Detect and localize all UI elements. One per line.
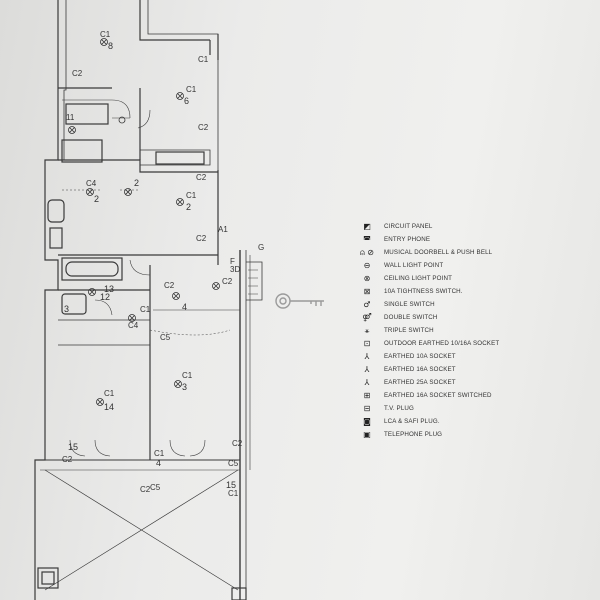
- legend-item: ⅄ EARTHED 25A SOCKET: [358, 376, 558, 389]
- legend-item: ⚤ DOUBLE SWITCH: [358, 311, 558, 324]
- switched-socket-icon: ⊞: [363, 391, 371, 400]
- legend-label: EARTHED 16A SOCKET SWITCHED: [384, 392, 492, 399]
- plan-label: C1: [228, 489, 239, 498]
- legend-label: CEILING LIGHT POINT: [384, 275, 453, 282]
- socket-25a-icon: ⅄: [364, 378, 370, 387]
- plan-label: 14: [104, 402, 114, 412]
- key-icon: [275, 293, 324, 309]
- legend-item: ◙ LCA & SAFI PLUG.: [358, 415, 558, 428]
- socket-10a-icon: ⅄: [364, 352, 370, 361]
- tv-plug-icon: ⊟: [363, 404, 371, 413]
- entry-phone-icon: ◚: [363, 235, 371, 244]
- legend-label: TELEPHONE PLUG: [384, 431, 443, 438]
- legend-label: DOUBLE SWITCH: [384, 314, 438, 321]
- legend-label: WALL LIGHT POINT: [384, 262, 444, 269]
- legend-item: ♂ SINGLE SWITCH: [358, 298, 558, 311]
- legend-item: ⍝ ⊘ MUSICAL DOORBELL & PUSH BELL: [358, 246, 558, 259]
- legend-label: EARTHED 16A SOCKET: [384, 366, 456, 373]
- triple-switch-icon: ⚹: [364, 325, 370, 335]
- double-switch-icon: ⚤: [362, 313, 372, 322]
- telephone-plug-icon: ▣: [363, 430, 371, 439]
- plan-label: 2: [186, 202, 191, 212]
- plan-label: C2: [196, 234, 207, 243]
- plan-label: C2: [62, 455, 73, 464]
- legend-label: MUSICAL DOORBELL & PUSH BELL: [384, 249, 493, 256]
- plan-label: C5: [160, 333, 171, 342]
- legend-label: SINGLE SWITCH: [384, 301, 435, 308]
- plan-label: C1: [104, 389, 115, 398]
- legend-label: EARTHED 25A SOCKET: [384, 379, 456, 386]
- legend-label: LCA & SAFI PLUG.: [384, 418, 440, 425]
- plan-label: C1: [186, 191, 197, 200]
- plan-label: C1: [198, 55, 209, 64]
- plan-label: 15: [68, 442, 78, 452]
- wall-light-icon: ⊖: [363, 261, 371, 270]
- lca-plug-icon: ◙: [363, 417, 371, 426]
- plan-label: C4: [86, 179, 97, 188]
- plan-label: 11: [66, 113, 75, 122]
- plan-label: 6: [184, 96, 189, 106]
- plan-label: 15: [226, 480, 236, 490]
- legend-item: ⊗ CEILING LIGHT POINT: [358, 272, 558, 285]
- outdoor-socket-icon: ⊡: [363, 339, 371, 348]
- tightness-switch-icon: ⊠: [363, 287, 371, 296]
- plan-label: 3D: [230, 265, 240, 274]
- doorbell-icon: ⍝ ⊘: [359, 247, 375, 257]
- plan-label: 4: [182, 302, 187, 312]
- plan-label: C1: [154, 449, 165, 458]
- legend-label: EARTHED 10A SOCKET: [384, 353, 456, 360]
- legend-item: ▣ TELEPHONE PLUG: [358, 428, 558, 441]
- plan-label: C1: [182, 371, 193, 380]
- plan-label: A1: [218, 225, 228, 234]
- plan-label: G: [258, 243, 264, 252]
- legend-item: ⊟ T.V. PLUG: [358, 402, 558, 415]
- plan-label: C2: [196, 173, 207, 182]
- legend-item: ◩ CIRCUIT PANEL: [358, 220, 558, 233]
- plan-label: C2: [72, 69, 83, 78]
- legend-label: ENTRY PHONE: [384, 236, 431, 243]
- legend-label: CIRCUIT PANEL: [384, 223, 433, 230]
- plan-label: C1: [140, 305, 151, 314]
- ceiling-light-icon: ⊗: [363, 274, 371, 283]
- legend-item: ⊖ WALL LIGHT POINT: [358, 259, 558, 272]
- legend-item: ⊡ OUTDOOR EARTHED 10/16A SOCKET: [358, 337, 558, 350]
- plan-label: C2: [222, 277, 233, 286]
- legend-item: ⅄ EARTHED 10A SOCKET: [358, 350, 558, 363]
- legend: ◩ CIRCUIT PANEL ◚ ENTRY PHONE ⍝ ⊘ MUSICAL DOO…: [358, 220, 558, 441]
- plan-label: 4: [156, 458, 161, 468]
- plan-label: F: [230, 257, 235, 266]
- plan-label: C5: [150, 483, 161, 492]
- plan-label: C2: [198, 123, 209, 132]
- socket-16a-icon: ⅄: [364, 365, 370, 374]
- legend-item: ◚ ENTRY PHONE: [358, 233, 558, 246]
- circuit-panel-icon: ◩: [363, 222, 371, 231]
- legend-item: ⊠ 10A TIGHTNESS SWITCH.: [358, 285, 558, 298]
- plan-label: 2: [134, 178, 139, 188]
- plan-label: 8: [108, 41, 113, 51]
- legend-item: ⅄ EARTHED 16A SOCKET: [358, 363, 558, 376]
- legend-label: 10A TIGHTNESS SWITCH.: [384, 288, 463, 295]
- plan-label: 12: [100, 292, 110, 302]
- plan-label: 3: [182, 382, 187, 392]
- plan-label: C2: [232, 439, 243, 448]
- plan-label: C4: [128, 321, 139, 330]
- plan-label: 13: [104, 284, 114, 294]
- plan-label: 3: [64, 304, 69, 314]
- plan-label: C5: [228, 459, 239, 468]
- plan-label: C1: [100, 30, 111, 39]
- plan-label: C1: [186, 85, 197, 94]
- plan-label: C2: [140, 485, 151, 494]
- plan-label: C2: [164, 281, 175, 290]
- legend-item: ⊞ EARTHED 16A SOCKET SWITCHED: [358, 389, 558, 402]
- legend-item: ⚹ TRIPLE SWITCH: [358, 324, 558, 337]
- legend-label: OUTDOOR EARTHED 10/16A SOCKET: [384, 340, 500, 347]
- plan-label: 2: [94, 194, 99, 204]
- legend-label: TRIPLE SWITCH: [384, 327, 434, 334]
- single-switch-icon: ♂: [363, 300, 371, 309]
- legend-label: T.V. PLUG: [384, 405, 415, 412]
